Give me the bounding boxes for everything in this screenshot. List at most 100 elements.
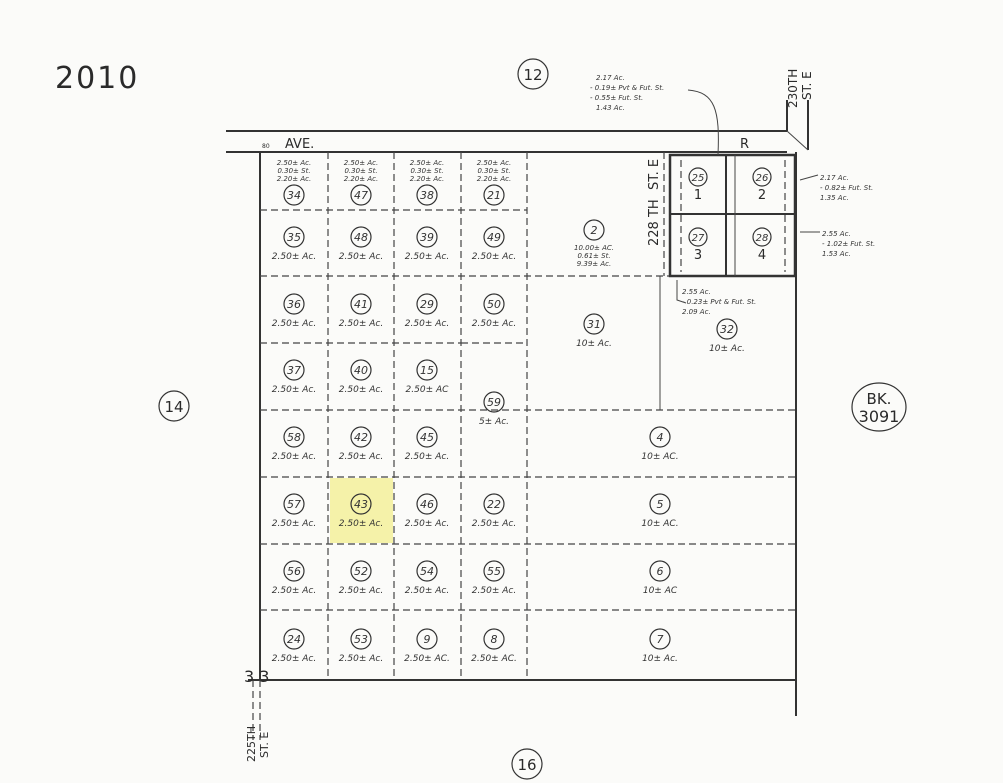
note-line: 2.09 Ac. <box>682 308 711 316</box>
parcel-number-circle <box>283 560 305 582</box>
parcel-number: 36 <box>287 298 301 311</box>
parcel-21[interactable]: 212.50± Ac.0.30± St.2.20± Ac. <box>477 159 512 206</box>
parcel-45[interactable]: 452.50± Ac. <box>405 426 449 462</box>
parcel-48[interactable]: 482.50± Ac. <box>339 226 383 262</box>
parcel-number-circle <box>752 167 772 187</box>
parcel-number: 49 <box>487 231 501 244</box>
parcel-number-circle <box>688 227 708 247</box>
parcel-38[interactable]: 382.50± Ac.0.30± St.2.20± Ac. <box>410 159 445 206</box>
parcel-number-circle <box>350 628 372 650</box>
parcel-number: 38 <box>420 189 434 202</box>
parcel-9[interactable]: 92.50± AC. <box>404 628 450 664</box>
parcel-number-circle <box>283 426 305 448</box>
parcel-41[interactable]: 412.50± Ac. <box>339 293 383 329</box>
tract-lot-2[interactable]: 262 <box>752 167 772 203</box>
parcel-area: 2.50± Ac. <box>410 159 445 167</box>
note-line: 1.43 Ac. <box>596 104 625 112</box>
parcel-area: 2.50± Ac. <box>339 252 383 262</box>
parcel-number-circle <box>350 493 372 515</box>
adjoining-page-12[interactable]: 12 <box>517 58 549 90</box>
parcel-7[interactable]: 710± Ac. <box>642 628 678 664</box>
parcel-number: 42 <box>354 431 368 444</box>
parcel-24[interactable]: 242.50± Ac. <box>272 628 316 664</box>
parcel-55[interactable]: 552.50± Ac. <box>472 560 516 596</box>
note-line: - 0.55± Fut. St. <box>590 94 643 102</box>
parcel-number-circle <box>283 628 305 650</box>
highlighted-parcel <box>330 478 393 543</box>
parcel-area: 2.50± Ac. <box>272 519 316 529</box>
parcel-47[interactable]: 472.50± Ac.0.30± St.2.20± Ac. <box>344 159 379 206</box>
parcel-area: 2.50± Ac. <box>272 654 316 664</box>
parcel-4[interactable]: 4 10± AC. <box>641 426 679 462</box>
book-number: 3091 <box>859 407 900 426</box>
parcel-49[interactable]: 49 2.50± Ac. <box>472 226 516 262</box>
parcel-number-circle <box>350 226 372 248</box>
parcel-53[interactable]: 532.50± Ac. <box>339 628 383 664</box>
parcel-59[interactable]: 595± Ac. <box>479 391 509 427</box>
parcel-58[interactable]: 582.50± Ac. <box>272 426 316 462</box>
parcel-42[interactable]: 422.50± Ac. <box>339 426 383 462</box>
parcel-5[interactable]: 510± AC. <box>641 493 679 529</box>
lot-grid <box>260 152 796 680</box>
adjoining-page-14[interactable]: 14 <box>158 390 190 422</box>
parcel-56[interactable]: 562.50± Ac. <box>272 560 316 596</box>
parcel-number: 26 <box>756 173 769 184</box>
adjoining-page-16[interactable]: 16 <box>511 748 543 780</box>
parcel-39[interactable]: 392.50± Ac. <box>405 226 449 262</box>
parcel-52[interactable]: 522.50± Ac. <box>339 560 383 596</box>
parcel-street-deduction: 0.30± St. <box>410 167 443 175</box>
parcel-6[interactable]: 610± AC <box>643 560 678 596</box>
parcel-number-circle <box>649 426 671 448</box>
parcel-number: 9 <box>424 633 431 646</box>
road-label-ave: AVE. <box>285 137 314 152</box>
parcel-number: 8 <box>491 633 498 646</box>
parcel-36[interactable]: 362.50± Ac. <box>272 293 316 329</box>
parcel-area: 2.50± AC. <box>471 654 517 664</box>
parcel-35[interactable]: 352.50± Ac. <box>272 226 316 262</box>
parcel-area: 10± Ac. <box>709 344 745 354</box>
note-line: - 0.19± Pvt & Fut. St. <box>590 84 664 92</box>
note-line: - 0.82± Fut. St. <box>820 184 873 192</box>
parcel-34[interactable]: 342.50± Ac.0.30± St.2.20± Ac. <box>277 159 312 206</box>
parcel-area: 2.50± Ac. <box>472 252 516 262</box>
parcel-2[interactable]: 210.00± AC.0.61± St.9.39± Ac. <box>574 219 614 268</box>
parcel-29[interactable]: 292.50± Ac. <box>405 293 449 329</box>
parcel-number: 4 <box>657 431 664 444</box>
tract-lot-4[interactable]: 284 <box>752 227 772 263</box>
note-line: 2.55 Ac. <box>822 230 851 238</box>
parcel-46[interactable]: 462.50± Ac. <box>405 493 449 529</box>
road-corner <box>786 130 809 151</box>
parcel-number: 41 <box>354 298 368 311</box>
parcel-22[interactable]: 222.50± Ac. <box>472 493 516 529</box>
parcel-area: 10± AC. <box>641 452 678 462</box>
note-right-mid: 2.55 Ac. - 1.02± Fut. St. 1.53 Ac. <box>800 230 875 258</box>
parcel-number: 53 <box>354 633 368 646</box>
parcel-street-deduction: 0.30± St. <box>344 167 377 175</box>
tract-lot-3[interactable]: 273 <box>688 227 708 263</box>
parcel-37[interactable]: 372.50± Ac. <box>272 359 316 395</box>
parcel-number: 55 <box>487 565 501 578</box>
parcel-number: 21 <box>487 189 501 202</box>
parcel-number: 39 <box>420 231 434 244</box>
parcel-number-circle <box>688 167 708 187</box>
parcel-43[interactable]: 432.50± Ac. <box>339 493 383 529</box>
parcel-50[interactable]: 502.50± Ac. <box>472 293 516 329</box>
adjoining-book-3091[interactable]: BK. 3091 <box>851 382 907 432</box>
parcel-57[interactable]: 572.50± Ac. <box>272 493 316 529</box>
parcel-15[interactable]: 152.50± AC <box>406 359 450 395</box>
parcel-8[interactable]: 8 2.50± AC. <box>471 628 517 664</box>
parcel-area: 2.50± Ac. <box>472 519 516 529</box>
parcel-number-circle <box>483 391 505 413</box>
parcel-number-circle <box>416 493 438 515</box>
parcel-number-circle <box>416 628 438 650</box>
parcel-number: 46 <box>420 498 434 511</box>
road-label-r: R <box>740 137 749 152</box>
tract-lot-1[interactable]: 251 <box>688 167 708 203</box>
tract-block-outline <box>668 153 797 278</box>
parcel-40[interactable]: 402.50± Ac. <box>339 359 383 395</box>
parcel-54[interactable]: 542.50± Ac. <box>405 560 449 596</box>
